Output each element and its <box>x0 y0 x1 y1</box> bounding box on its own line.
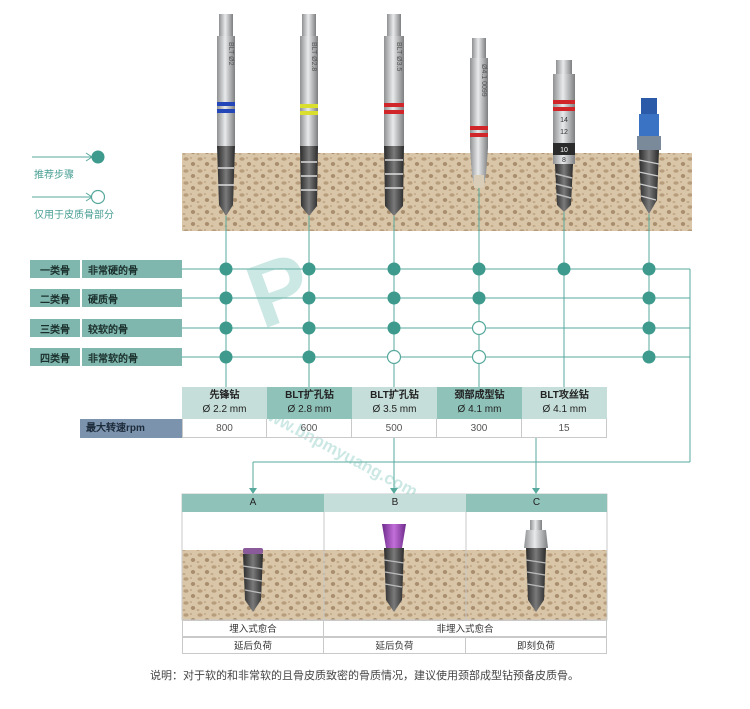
class-desc: 非常软的骨 <box>88 353 138 365</box>
step-node-3-6 <box>642 321 656 335</box>
class-row-3: 三类骨 较软的骨 <box>30 319 182 337</box>
implant-a <box>242 548 264 612</box>
drill-name: 先锋钻 <box>209 390 240 401</box>
step-node-4-1 <box>219 350 233 364</box>
drill-col-5: BLT攻丝钻 Ø 4.1 mm <box>522 387 607 419</box>
rpm-value-2: 600 <box>267 419 352 438</box>
step-nodes <box>219 262 656 365</box>
drill-5-depth-14: 14 <box>560 117 568 124</box>
option-b-header: B <box>324 494 466 512</box>
drill-col-1: 先锋钻 Ø 2.2 mm <box>182 387 267 419</box>
step-node-3-1 <box>219 321 233 335</box>
class-desc: 非常硬的骨 <box>88 265 138 277</box>
rpm-value-5: 15 <box>522 419 607 438</box>
step-node-4-2 <box>302 350 316 364</box>
drill-3 <box>384 14 404 216</box>
drill-2-engraving: BLT Ø2.8 <box>310 42 317 71</box>
class-key: 四类骨 <box>40 353 70 365</box>
legend-recommended-symbol <box>32 150 105 164</box>
legend-cortical-symbol <box>32 189 106 205</box>
class-desc: 硬质骨 <box>88 294 118 306</box>
loading-a: 延后负荷 <box>182 637 324 654</box>
drill-4-engraving: Ø4.1 0099 <box>480 64 487 97</box>
arrowheads <box>249 488 540 494</box>
step-node-1-6 <box>642 262 656 276</box>
drill-size: Ø 4.1 mm <box>542 404 587 415</box>
drill-1 <box>217 14 235 216</box>
class-row-4: 四类骨 非常软的骨 <box>30 348 182 366</box>
step-node-4-6 <box>642 350 656 364</box>
drill-size: Ø 2.8 mm <box>287 404 332 415</box>
loading-b: 延后负荷 <box>323 637 466 654</box>
rpm-value-4: 300 <box>437 419 522 438</box>
class-lines <box>182 268 691 490</box>
step-node-3-3 <box>387 321 401 335</box>
healing-non-submerged: 非埋入式愈合 <box>323 620 607 637</box>
step-node-2-6 <box>642 291 656 305</box>
legend-cortical-label: 仅用于皮质骨部分 <box>34 210 114 221</box>
drill-5-depth-8: 8 <box>562 157 566 164</box>
drill-col-2: BLT扩孔钻 Ø 2.8 mm <box>267 387 352 419</box>
implant-with-mount <box>637 98 661 214</box>
step-node-1-5 <box>557 262 571 276</box>
drill-4 <box>470 38 488 188</box>
drill-col-3: BLT扩孔钻 Ø 3.5 mm <box>352 387 437 419</box>
step-node-1-4 <box>472 262 486 276</box>
drill-5-depth-12: 12 <box>560 129 568 136</box>
drill-col-4: 颈部成型钻 Ø 4.1 mm <box>437 387 522 419</box>
class-key: 一类骨 <box>40 265 70 277</box>
option-c-header: C <box>466 494 607 512</box>
class-row-1: 一类骨 非常硬的骨 <box>30 260 182 278</box>
drill-5-depth-10: 10 <box>560 147 568 154</box>
step-node-3-4 <box>471 320 487 336</box>
implant-b <box>382 524 406 612</box>
step-node-4-4 <box>471 349 487 365</box>
healing-submerged: 埋入式愈合 <box>182 620 324 637</box>
drill-name: BLT攻丝钻 <box>540 390 589 401</box>
step-node-4-3 <box>386 349 402 365</box>
step-node-2-2 <box>302 291 316 305</box>
step-node-2-1 <box>219 291 233 305</box>
step-node-1-1 <box>219 262 233 276</box>
step-node-2-4 <box>472 291 486 305</box>
rpm-value-3: 500 <box>352 419 437 438</box>
rpm-label: 最大转速rpm <box>80 419 182 438</box>
step-node-1-3 <box>387 262 401 276</box>
step-node-1-2 <box>302 262 316 276</box>
class-row-2: 二类骨 硬质骨 <box>30 289 182 307</box>
drill-1-engraving: BLT Ø2 <box>227 42 234 66</box>
drill-size: Ø 3.5 mm <box>372 404 417 415</box>
implant-c <box>524 520 548 612</box>
bone-section-top <box>182 153 692 231</box>
legend-recommended-label: 推荐步骤 <box>34 170 74 181</box>
class-key: 三类骨 <box>40 324 70 336</box>
class-desc: 较软的骨 <box>88 324 128 336</box>
option-a-header: A <box>182 494 324 512</box>
drill-name: BLT扩孔钻 <box>370 390 419 401</box>
drill-3-engraving: BLT Ø3.5 <box>395 42 402 71</box>
loading-c: 即刻负荷 <box>465 637 607 654</box>
drill-name: 颈部成型钻 <box>454 390 505 401</box>
footnote: 说明：对于软的和非常软的且骨皮质致密的骨质情况，建议使用颈部成型钻预备皮质骨。 <box>150 670 579 682</box>
drill-size: Ø 2.2 mm <box>202 404 247 415</box>
step-node-3-2 <box>302 321 316 335</box>
rpm-value-1: 800 <box>182 419 267 438</box>
step-node-2-3 <box>387 291 401 305</box>
drill-size: Ø 4.1 mm <box>457 404 502 415</box>
class-key: 二类骨 <box>40 294 70 306</box>
drill-name: BLT扩孔钻 <box>285 390 334 401</box>
drill-2 <box>300 14 318 216</box>
drill-5 <box>553 60 575 212</box>
